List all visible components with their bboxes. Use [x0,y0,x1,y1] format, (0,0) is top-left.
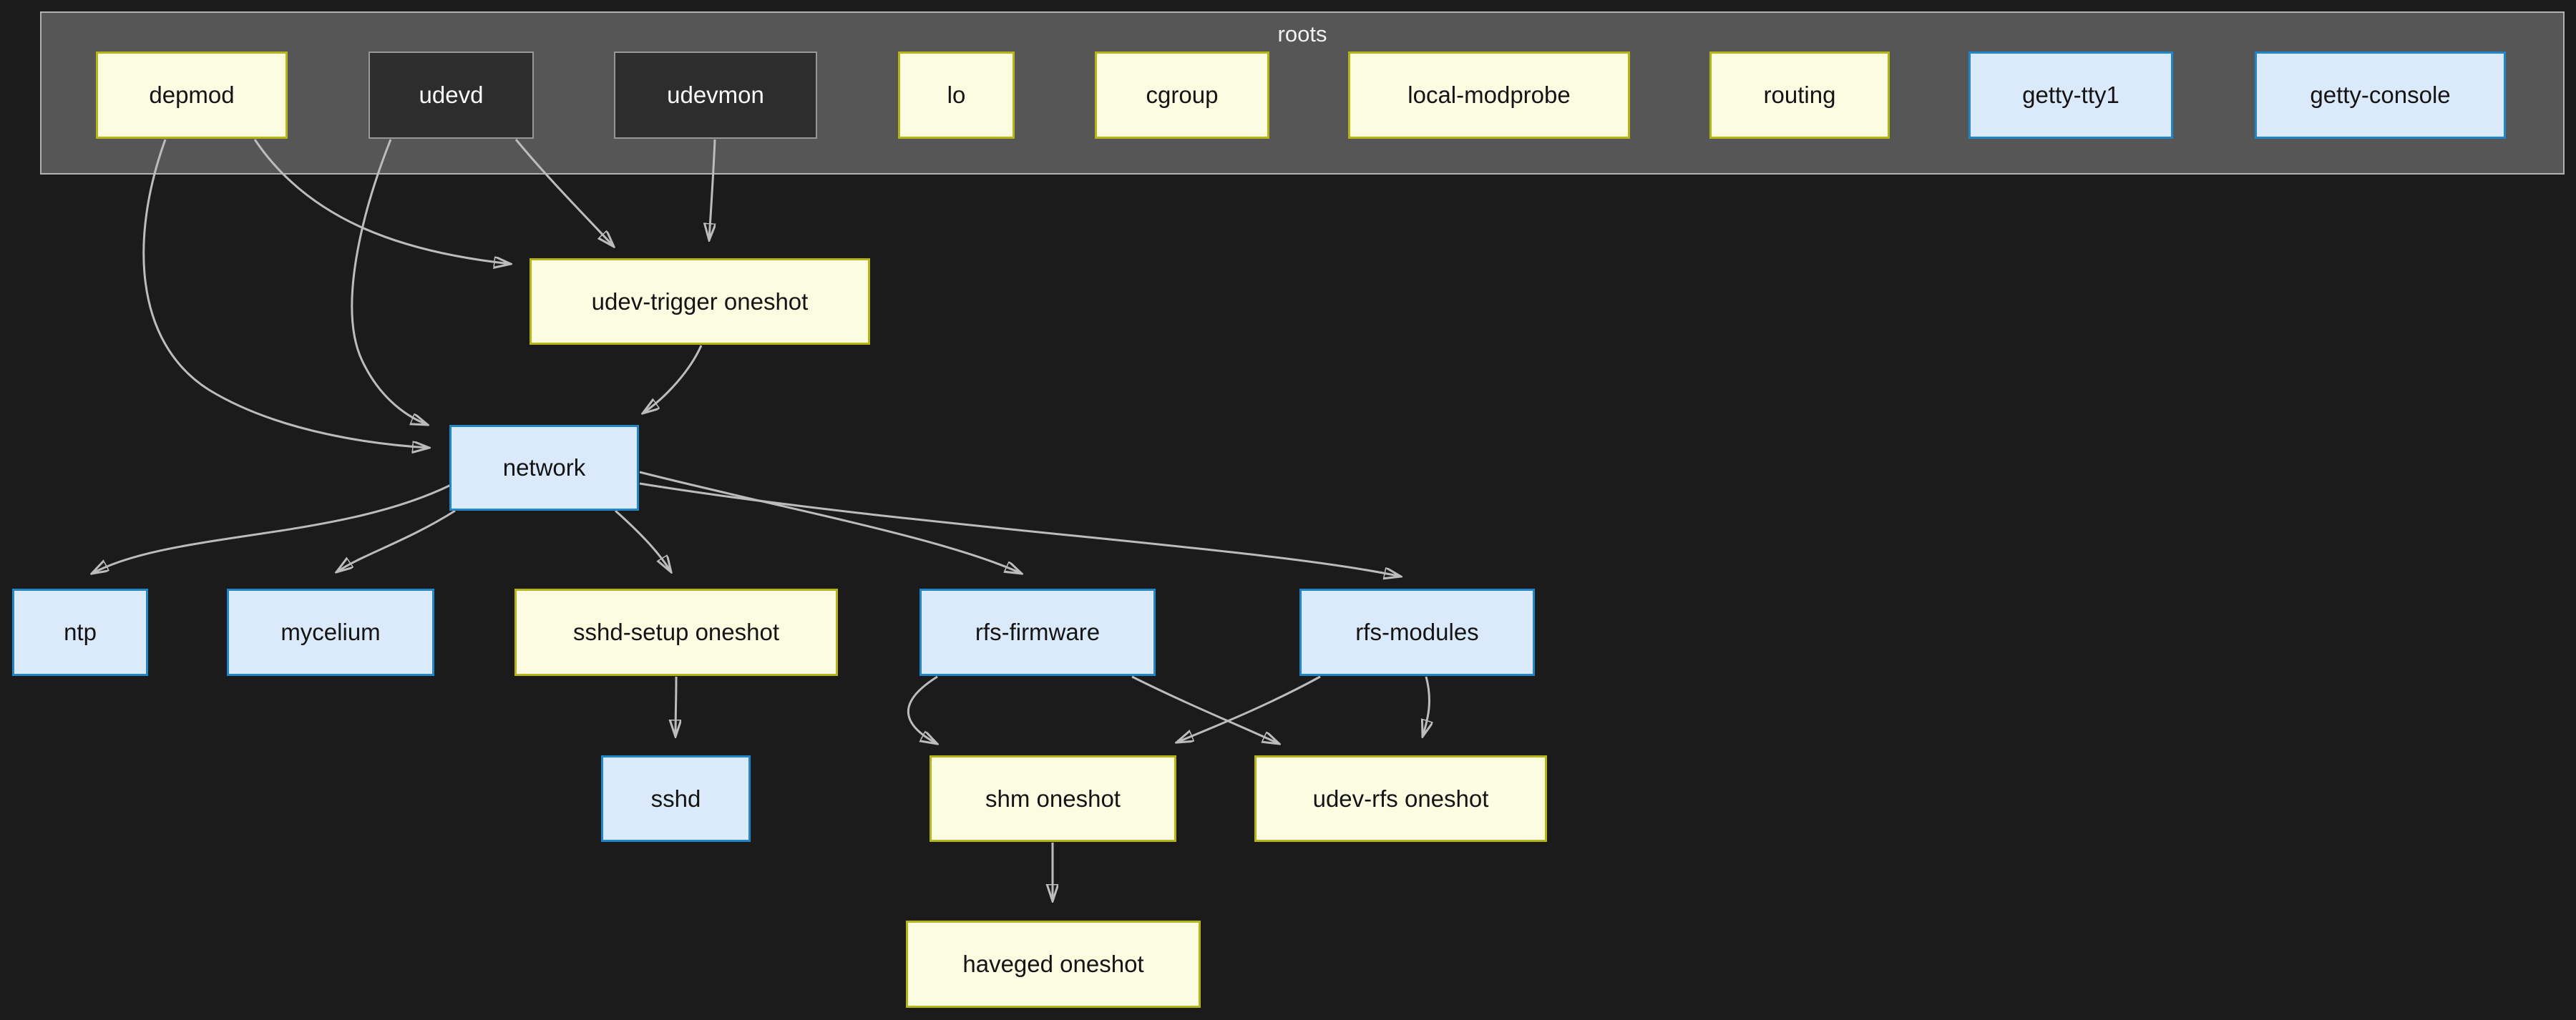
edge-udevd-udev-trigger [514,139,614,247]
node-ntp: ntp [12,589,148,676]
edge-network-rfs-modules [639,482,1401,577]
node-routing: routing [1709,52,1890,139]
node-haveged: haveged oneshot [906,921,1201,1008]
node-mycelium: mycelium [227,589,434,676]
edge-sshd-setup-sshd [675,676,676,737]
edge-udevmon-udev-trigger [709,139,716,240]
edge-rfs-firmware-udev-rfs [1131,675,1279,744]
node-udevmon: udevmon [614,52,817,139]
edge-depmod-network [142,139,429,448]
node-udev-trigger: udev-trigger oneshot [530,258,870,345]
edge-network-ntp [92,484,452,574]
edge-network-sshd-setup [615,509,671,572]
edge-rfs-modules-shm [1176,675,1321,742]
node-network: network [449,425,639,511]
roots-cluster-label: roots [1277,21,1327,46]
node-getty-console: getty-console [2255,52,2506,139]
node-shm: shm oneshot [930,755,1176,842]
edge-udevd-network [351,139,428,425]
node-getty-tty1: getty-tty1 [1968,52,2173,139]
node-sshd-setup: sshd-setup oneshot [514,589,838,676]
node-sshd: sshd [601,755,751,842]
node-udev-rfs: udev-rfs oneshot [1254,755,1547,842]
edge-network-mycelium [336,509,456,572]
edge-network-rfs-firmware [639,471,1022,574]
node-depmod: depmod [96,52,288,139]
node-local-modprobe: local-modprobe [1348,52,1630,139]
edge-udev-trigger-network [643,345,703,413]
node-rfs-firmware: rfs-firmware [919,589,1156,676]
node-cgroup: cgroup [1095,52,1269,139]
node-lo: lo [898,52,1015,139]
edge-rfs-modules-udev-rfs [1423,676,1429,737]
edge-depmod-udev-trigger [253,139,511,264]
edge-rfs-firmware-shm [907,675,937,744]
node-udevd: udevd [369,52,534,139]
node-rfs-modules: rfs-modules [1299,589,1535,676]
